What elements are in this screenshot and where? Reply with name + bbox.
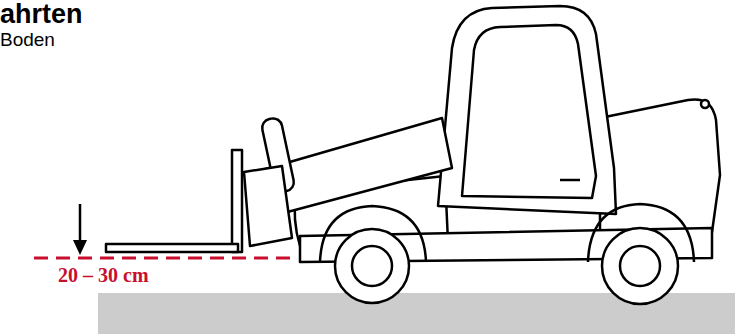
ground-note: Boden — [0, 30, 55, 51]
arrow-head — [73, 240, 87, 255]
arrow-shaft — [79, 204, 82, 244]
heading: ahrten — [0, 0, 83, 30]
height-line — [34, 257, 292, 260]
dimension-label: 20 – 30 cm — [56, 264, 151, 286]
